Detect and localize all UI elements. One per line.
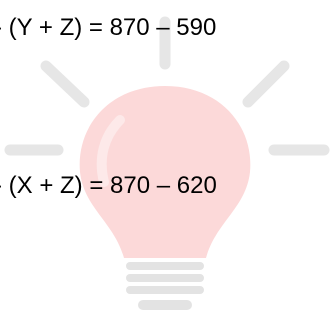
equation-line-1: - (Y + Z) = 870 – 590 <box>0 14 217 41</box>
bulb-base-ring-2 <box>126 274 204 282</box>
equation-line-2: - (X + Z) = 870 – 620 <box>0 172 217 199</box>
ray-upper-left <box>40 60 90 108</box>
bulb-base-tip <box>138 300 192 310</box>
bulb-base-ring-3 <box>126 286 204 294</box>
bulb-glass <box>79 86 251 258</box>
light-rays <box>4 16 330 156</box>
ray-upper-right <box>242 60 290 108</box>
bulb-base-ring-1 <box>126 262 204 270</box>
bulb-base <box>126 262 204 310</box>
bulb-highlight <box>96 115 125 187</box>
